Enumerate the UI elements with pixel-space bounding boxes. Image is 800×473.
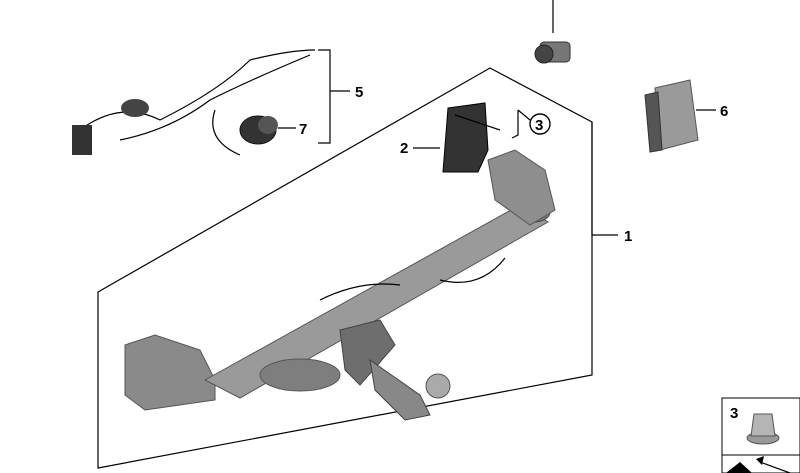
callout-6: 6 xyxy=(720,103,728,120)
wiring-harness[interactable] xyxy=(72,49,316,156)
assembly-frame xyxy=(97,67,593,469)
inset-arrow-box[interactable] xyxy=(721,454,800,473)
callout-1: 1 xyxy=(624,228,632,245)
callout-7: 7 xyxy=(299,121,307,138)
socket-part[interactable] xyxy=(534,41,571,64)
inset-nut-label: 3 xyxy=(730,405,738,422)
socket-cap[interactable] xyxy=(239,115,278,145)
inset-nut-box[interactable]: 3 xyxy=(721,397,800,456)
cover-plate[interactable] xyxy=(442,102,489,173)
callout-2: 2 xyxy=(400,140,408,157)
callout-3: 3 xyxy=(535,117,543,134)
control-module[interactable] xyxy=(644,79,699,153)
tow-bar[interactable] xyxy=(124,149,556,421)
callout-5: 5 xyxy=(355,84,363,101)
callout-3-circle xyxy=(529,113,551,135)
